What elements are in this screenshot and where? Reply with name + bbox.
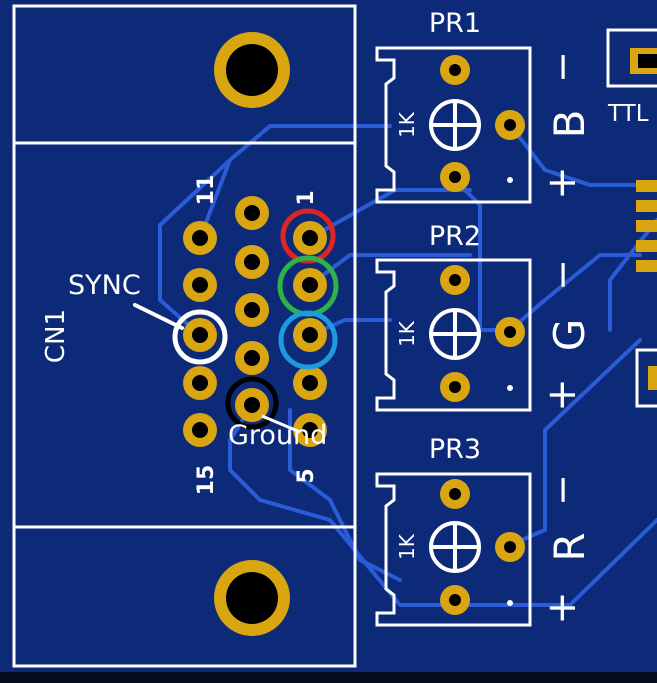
ttl-label: TTL <box>607 101 649 127</box>
edge-component-outline <box>635 348 657 408</box>
edge-components: TTL <box>606 28 657 408</box>
connector-outline <box>12 4 357 668</box>
smd-pad <box>636 220 657 232</box>
trace-b-out <box>508 123 642 187</box>
pot-outline <box>375 258 532 412</box>
pin-1-label: 1 <box>294 190 319 205</box>
plus-label: + <box>539 378 585 412</box>
ground-leader-line <box>261 414 301 434</box>
highlight-blue-ring <box>278 310 338 370</box>
smd-pad <box>636 260 657 272</box>
minus-label: − <box>540 259 584 291</box>
pot-outline <box>375 472 532 627</box>
trace-ground <box>228 403 657 607</box>
trace-pr1-pr2 <box>453 178 512 332</box>
smd-pad <box>636 180 657 192</box>
edge-component-pad <box>648 366 657 390</box>
pin-15-label: 15 <box>194 465 219 496</box>
pot-outline <box>375 46 532 204</box>
pot-pr2: PR2 1K G − + <box>375 221 594 412</box>
connector-pads <box>183 196 327 447</box>
pin-5-label: 5 <box>294 468 319 483</box>
pot-value-label: 1K <box>395 111 419 138</box>
trace-sync <box>158 158 232 337</box>
highlight-sync-ring <box>172 309 228 365</box>
pot-pr1: PR1 1K B − + <box>375 8 594 204</box>
sync-leader-line <box>133 303 184 330</box>
minus-label: − <box>540 474 584 506</box>
smd-pad <box>636 240 657 252</box>
pot-ref-label: PR1 <box>429 8 481 39</box>
trace-r-out <box>508 338 642 547</box>
ttl-header-outline <box>606 28 657 88</box>
highlight-ground-ring <box>225 376 279 430</box>
mounting-holes <box>214 32 290 636</box>
channel-label: G <box>545 319 594 352</box>
pin-11-label: 11 <box>194 175 219 206</box>
pot-value-label: 1K <box>395 320 419 347</box>
trace-g-out <box>508 253 642 332</box>
plus-label: + <box>539 166 585 200</box>
smd-pad <box>636 200 657 212</box>
pot-value-label: 1K <box>395 533 419 560</box>
channel-label: R <box>545 532 594 561</box>
ground-label: Ground <box>228 420 327 451</box>
pot-ref-label: PR3 <box>429 434 481 465</box>
board-edge <box>0 672 657 683</box>
pot-ref-label: PR2 <box>429 221 481 252</box>
minus-label: − <box>540 51 584 83</box>
channel-label: B <box>545 110 594 139</box>
pot-pr3: PR3 1K R − + <box>375 434 594 627</box>
pin-highlights <box>172 208 339 430</box>
connector-ref-label: CN1 <box>41 309 71 363</box>
sync-label: SYNC <box>68 270 141 301</box>
trace-pin5 <box>288 408 402 582</box>
plus-label: + <box>539 591 585 625</box>
highlight-red-ring <box>280 208 336 264</box>
